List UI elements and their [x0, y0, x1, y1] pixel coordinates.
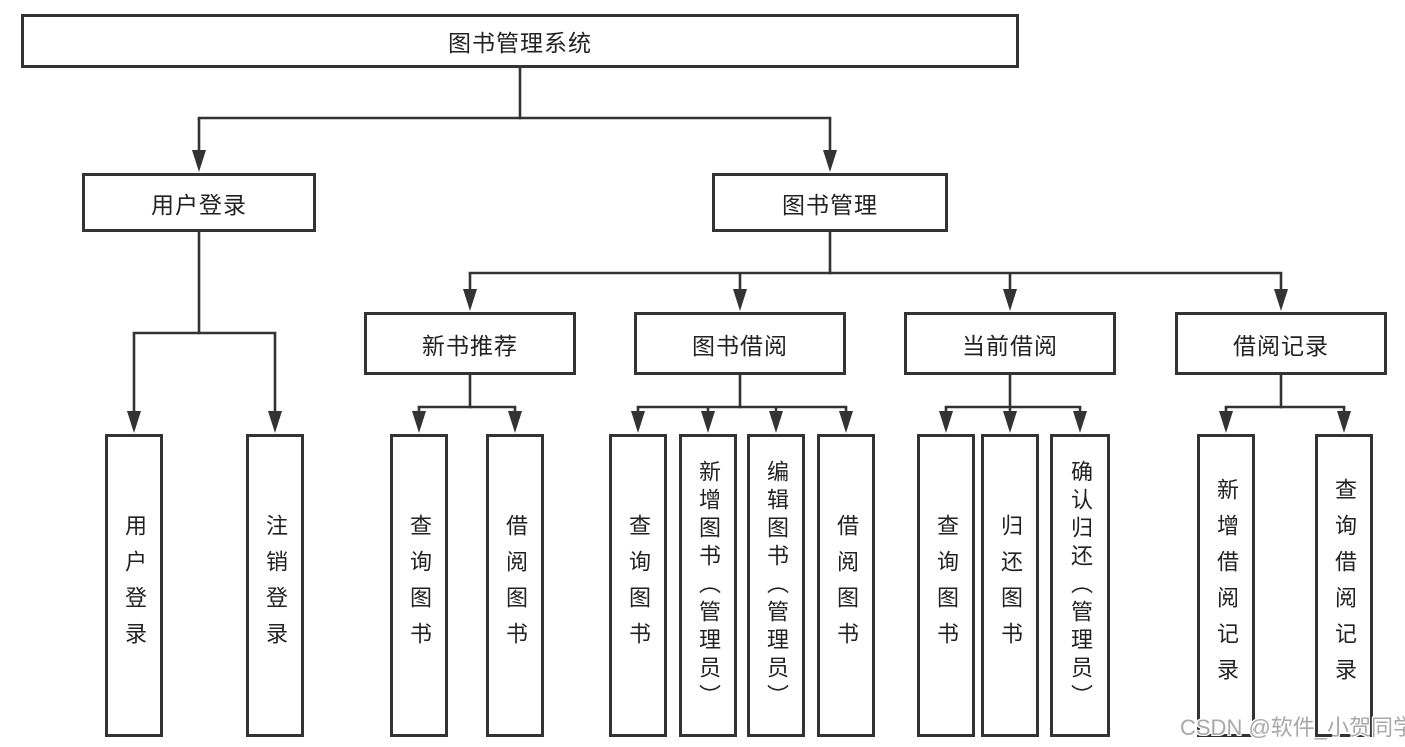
node-book-management-label: 图书管理 [782, 191, 878, 218]
arrowhead-down-icon [701, 411, 715, 433]
node-leaf-confirm-return-admin-label: 确认归还（管理员） [1068, 459, 1093, 712]
node-leaf-confirm-return-admin: 确认归还（管理员） [1050, 434, 1110, 737]
node-leaf-query-book-1: 查询图书 [390, 434, 448, 737]
node-book-borrow-label: 图书借阅 [692, 332, 788, 359]
node-borrow-record-label: 借阅记录 [1233, 332, 1329, 359]
node-leaf-borrow-book-1: 借阅图书 [486, 434, 544, 737]
node-leaf-add-book-admin: 新增图书（管理员） [679, 434, 737, 737]
node-current-borrow: 当前借阅 [904, 312, 1116, 375]
node-leaf-user-login-label: 用户登录 [122, 513, 147, 658]
node-current-borrow-label: 当前借阅 [962, 332, 1058, 359]
node-leaf-logout: 注销登录 [246, 434, 304, 737]
arrowhead-down-icon [508, 411, 522, 433]
node-library-system: 图书管理系统 [21, 14, 1019, 68]
node-leaf-edit-book-admin: 编辑图书（管理员） [747, 434, 805, 737]
arrowhead-down-icon [823, 150, 837, 172]
node-leaf-query-book-3-label: 查询图书 [934, 513, 959, 658]
node-new-book-recommend-label: 新书推荐 [422, 332, 518, 359]
node-leaf-borrow-book-2-label: 借阅图书 [834, 513, 859, 658]
arrowhead-down-icon [1274, 289, 1288, 311]
node-leaf-query-book-2-label: 查询图书 [626, 513, 651, 658]
arrowhead-down-icon [1073, 411, 1087, 433]
node-leaf-borrow-book-2: 借阅图书 [817, 434, 875, 737]
node-leaf-edit-book-admin-label: 编辑图书（管理员） [764, 459, 789, 712]
node-leaf-logout-label: 注销登录 [263, 513, 288, 658]
arrowhead-down-icon [839, 411, 853, 433]
arrowhead-down-icon [1219, 411, 1233, 433]
node-leaf-add-borrow-record-label: 新增借阅记录 [1214, 477, 1239, 694]
arrowhead-down-icon [192, 150, 206, 172]
arrowhead-down-icon [127, 411, 141, 433]
arrowhead-down-icon [1003, 289, 1017, 311]
node-leaf-borrow-book-1-label: 借阅图书 [503, 513, 528, 658]
arrowhead-down-icon [1003, 411, 1017, 433]
arrowhead-down-icon [733, 289, 747, 311]
node-leaf-return-book-label: 归还图书 [998, 513, 1023, 658]
arrowhead-down-icon [939, 411, 953, 433]
arrowhead-down-icon [412, 411, 426, 433]
arrowhead-down-icon [463, 289, 477, 311]
node-leaf-query-borrow-record-label: 查询借阅记录 [1332, 477, 1357, 694]
node-leaf-query-book-1-label: 查询图书 [407, 513, 432, 658]
node-leaf-add-borrow-record: 新增借阅记录 [1197, 434, 1255, 737]
node-leaf-query-borrow-record: 查询借阅记录 [1315, 434, 1373, 737]
node-borrow-record: 借阅记录 [1175, 312, 1387, 375]
node-user-login-group-label: 用户登录 [151, 191, 247, 218]
arrowhead-down-icon [268, 411, 282, 433]
node-leaf-user-login: 用户登录 [105, 434, 163, 737]
node-library-system-label: 图书管理系统 [448, 30, 592, 56]
node-user-login-group: 用户登录 [82, 173, 316, 232]
arrowhead-down-icon [1337, 411, 1351, 433]
arrowhead-down-icon [769, 411, 783, 433]
node-new-book-recommend: 新书推荐 [364, 312, 576, 375]
node-book-management: 图书管理 [712, 173, 948, 232]
node-leaf-return-book: 归还图书 [981, 434, 1039, 737]
arrowhead-down-icon [631, 411, 645, 433]
node-book-borrow: 图书借阅 [634, 312, 846, 375]
node-leaf-add-book-admin-label: 新增图书（管理员） [696, 459, 721, 712]
node-leaf-query-book-3: 查询图书 [917, 434, 975, 737]
node-leaf-query-book-2: 查询图书 [609, 434, 667, 737]
csdn-watermark: CSDN @软件_小贺同学 [1180, 715, 1405, 740]
